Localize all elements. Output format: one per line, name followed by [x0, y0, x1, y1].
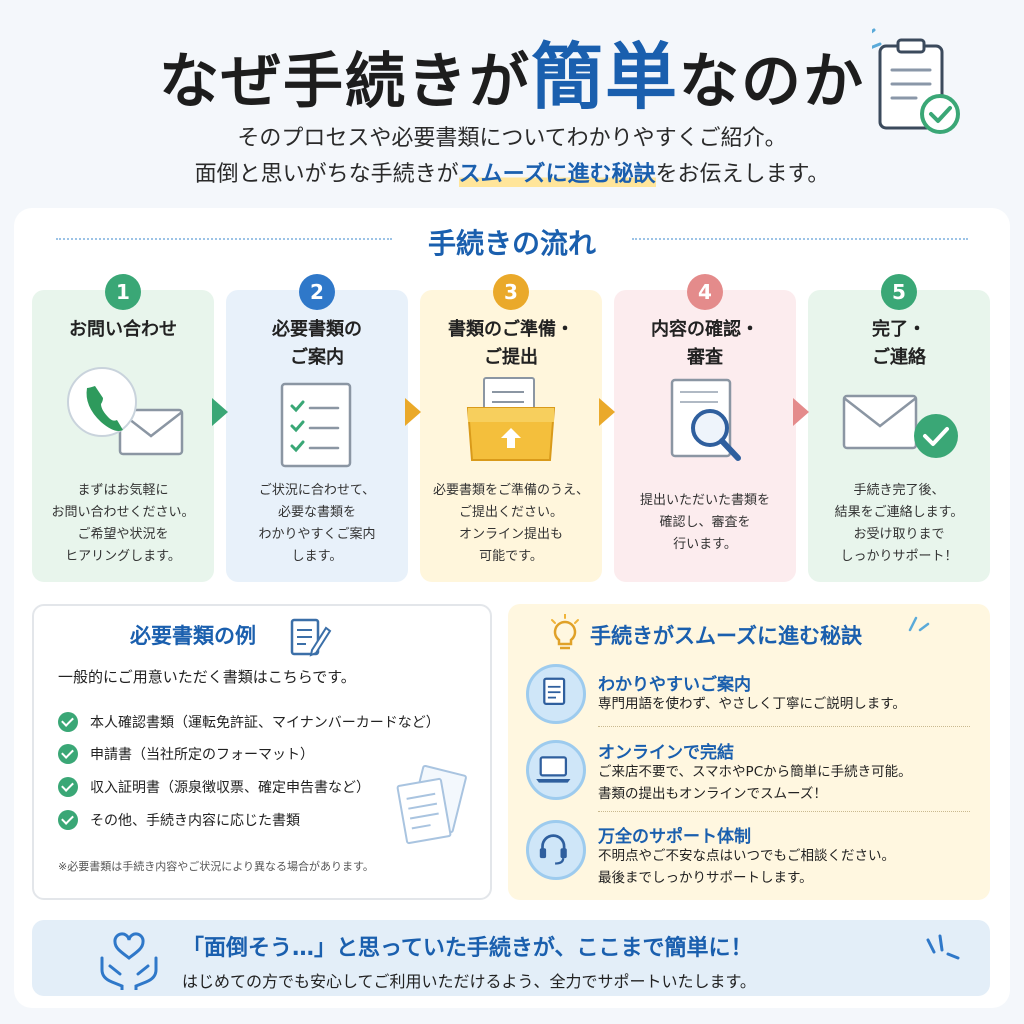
step-number-2: 2	[299, 274, 335, 310]
headset-icon	[539, 834, 567, 865]
subtitle-text: 面倒と思いがちな手続きが	[194, 162, 459, 187]
clipboard-check-icon	[872, 28, 960, 134]
tip-divider	[598, 811, 970, 812]
tips-title: 手続きがスムーズに進む秘訣	[590, 624, 862, 648]
lightbulb-icon	[551, 614, 579, 650]
banner-text: はじめての方でも安心してご利用いただけるよう、全力でサポートいたします。	[182, 972, 756, 991]
tip-icon-circle	[526, 820, 586, 880]
check-icon	[58, 777, 78, 797]
step-desc-1: まずはお気軽に お問い合わせください。 ご希望や状況を ヒアリングします。	[51, 483, 195, 564]
documents-note: ※必要書類は手続き内容やご状況により異なる場合があります。	[58, 860, 374, 873]
laptop-icon	[536, 756, 571, 783]
title-accent: 簡単	[530, 35, 679, 119]
subtitle-text-end: をお伝えします。	[655, 162, 830, 187]
step-desc-2: ご状況に合わせて、 必要な書類を わかりやすくご案内 します。	[258, 483, 376, 564]
subtitle-line-2: 面倒と思いがちな手続きがスムーズに進む秘訣をお伝えします。	[0, 156, 1024, 188]
list-item-text: 収入証明書（源泉徴収票、確定申告書など）	[90, 780, 370, 796]
check-icon	[58, 712, 78, 732]
flow-section-title: 手続きの流れ	[427, 227, 596, 260]
sparkle-icon	[926, 934, 960, 960]
list-item: 収入証明書（源泉徴収票、確定申告書など）	[58, 775, 370, 799]
documents-panel	[32, 604, 492, 900]
title-text-before: なぜ手続きが	[158, 47, 531, 117]
step-number-1: 1	[105, 274, 141, 310]
page-title: なぜ手続きが簡単なのか	[0, 18, 1024, 123]
document-search-icon	[670, 378, 741, 461]
arrow-icon	[212, 398, 228, 426]
step-number-3: 3	[493, 274, 529, 310]
step-title-5: 完了・ ご連絡	[872, 319, 926, 368]
step-desc-5: 手続き完了後、 結果をご連絡します。 お受け取りまで しっかりサポート！	[834, 483, 964, 564]
banner-heading: 「面倒そう…」と思っていた手続きが、ここまで簡単に！	[182, 936, 753, 961]
tip-text-1: 専門用語を使わず、やさしく丁寧にご説明します。	[598, 696, 906, 712]
list-item-text: 本人確認書類（運転免許証、マイナンバーカードなど）	[90, 715, 440, 731]
documents-intro: 一般的にご用意いただく書類はこちらです。	[58, 668, 356, 686]
submit-tray-icon	[466, 377, 556, 461]
tip-heading-1: わかりやすいご案内	[598, 675, 751, 695]
tip-heading-2: オンラインで完結	[598, 743, 734, 763]
step-title-1: お問い合わせ	[69, 319, 177, 340]
list-item-text: その他、手続き内容に応じた書類	[90, 813, 300, 829]
step-desc-4: 提出いただいた書類を 確認し、審査を 行います。	[639, 493, 770, 552]
sparkle-icon	[908, 616, 930, 632]
tip-text-2: ご来店不要で、スマホやPCから簡単に手続き可能。 書類の提出もオンラインでスムー…	[598, 764, 912, 802]
step-title-4: 内容の確認・ 審査	[651, 319, 759, 368]
subtitle-line-1: そのプロセスや必要書類についてわかりやすくご紹介。	[237, 126, 787, 151]
arrow-icon	[405, 398, 421, 426]
divider-right	[632, 238, 968, 240]
list-item-text: 申請書（当社所定のフォーマット）	[90, 747, 314, 763]
subtitle-highlight: スムーズに進む秘訣	[458, 162, 656, 187]
step-number-5: 5	[881, 274, 917, 310]
step-number-4: 4	[687, 274, 723, 310]
divider-left	[56, 238, 392, 240]
arrow-icon	[793, 398, 809, 426]
step-desc-3: 必要書類をご準備のうえ、 ご提出ください。 オンライン提出も 可能です。	[432, 483, 589, 564]
list-item: その他、手続き内容に応じた書類	[58, 808, 300, 832]
tip-heading-3: 万全のサポート体制	[598, 827, 751, 847]
check-icon	[58, 744, 78, 764]
tip-icon-circle	[526, 740, 586, 800]
document-checklist-icon	[280, 382, 352, 468]
arrow-icon	[599, 398, 615, 426]
tip-text-3: 不明点やご不安な点はいつでもご相談ください。 最後までしっかりサポートします。	[598, 848, 895, 886]
step-title-3: 書類のご準備・ ご提出	[448, 319, 574, 368]
documents-title: 必要書類の例	[130, 624, 256, 648]
document-icon	[543, 677, 566, 706]
title-text-after: なのか	[679, 47, 865, 117]
document-pen-icon	[290, 618, 332, 657]
tip-divider	[598, 726, 970, 727]
list-item: 申請書（当社所定のフォーマット）	[58, 742, 314, 766]
tips-panel	[508, 604, 990, 900]
tip-icon-circle	[526, 664, 586, 724]
papers-icon	[396, 764, 467, 845]
list-item: 本人確認書類（運転免許証、マイナンバーカードなど）	[58, 710, 440, 734]
step-title-2: 必要書類の ご案内	[272, 319, 362, 368]
phone-mail-icon	[67, 367, 184, 456]
bottom-banner	[32, 920, 990, 996]
heart-hands-icon	[100, 932, 158, 990]
mail-check-icon	[842, 394, 958, 458]
check-icon	[58, 810, 78, 830]
